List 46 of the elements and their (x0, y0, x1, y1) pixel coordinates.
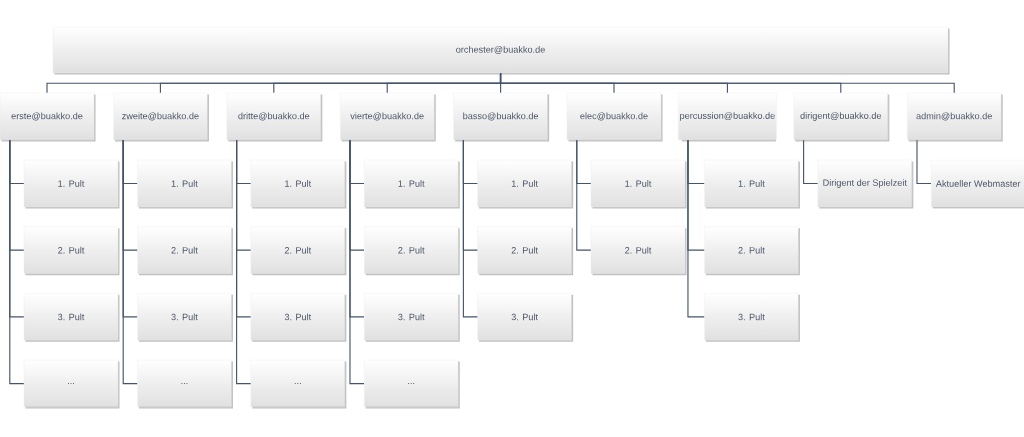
connector-line (9, 139, 25, 385)
org-box: admin@buakko.de (907, 92, 1003, 142)
org-box: 1. Pult (23, 159, 120, 209)
org-box: 2. Pult (23, 226, 120, 276)
connector-line (687, 139, 705, 318)
org-box: 2. Pult (364, 226, 460, 276)
org-box: 1. Pult (590, 159, 687, 209)
org-box: 3. Pult (364, 293, 460, 342)
connector-line (916, 139, 932, 185)
org-box: 2. Pult (250, 226, 347, 276)
connector-line (462, 139, 478, 318)
org-box: ... (250, 359, 347, 409)
org-box: 3. Pult (477, 293, 574, 342)
org-box: 2. Pult (704, 226, 800, 276)
org-box: orchester@buakko.de (52, 26, 950, 75)
org-box: 2. Pult (137, 226, 233, 276)
org-box: percussion@buakko.de (677, 92, 777, 142)
connector-line (803, 139, 819, 185)
org-box: 1. Pult (704, 159, 800, 209)
org-box: zweite@buakko.de (113, 92, 209, 142)
org-box: ... (137, 359, 233, 409)
org-box: vierte@buakko.de (340, 92, 436, 142)
org-box: 3. Pult (137, 293, 233, 342)
connector-line (236, 139, 252, 385)
connector-line (349, 139, 365, 385)
org-box: basso@buakko.de (453, 92, 550, 142)
org-box: 2. Pult (590, 226, 687, 276)
org-box: 3. Pult (23, 293, 120, 342)
org-box: 1. Pult (364, 159, 460, 209)
connector-line (122, 139, 138, 385)
org-box: 2. Pult (477, 226, 574, 276)
org-box: ... (364, 359, 460, 409)
connector-line (576, 139, 592, 251)
org-box: 1. Pult (250, 159, 347, 209)
org-box: elec@buakko.de (566, 92, 663, 142)
org-box: dirigent@buakko.de (793, 92, 890, 142)
org-box: 1. Pult (137, 159, 233, 209)
connector-line (499, 72, 955, 94)
org-box: erste@buakko.de (0, 92, 96, 142)
org-box: Aktueller Webmaster (931, 159, 1024, 209)
org-box: 1. Pult (477, 159, 574, 209)
org-box: dritte@buakko.de (226, 92, 323, 142)
org-box: ... (23, 359, 120, 409)
org-box: 3. Pult (250, 293, 347, 342)
org-box: Dirigent der Spielzeit (817, 159, 914, 209)
org-box: 3. Pult (704, 293, 800, 342)
